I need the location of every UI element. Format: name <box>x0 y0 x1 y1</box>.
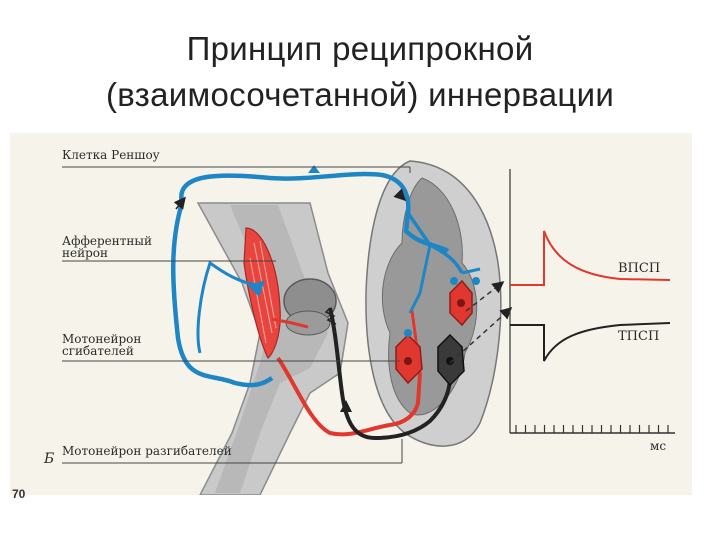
flexor-motoneuron-label-2: сгибателей <box>62 344 134 358</box>
title-line-2: (взаимосочетанной) иннервации <box>105 76 615 113</box>
innervation-diagram <box>62 160 675 495</box>
extensor-motoneuron-label: Мотонейрон разгибателей <box>62 444 232 458</box>
renshaw-cell-label: Клетка Реншоу <box>62 148 160 162</box>
recording-electrodes <box>449 281 513 364</box>
flexor-motoneuron-label-1: Мотонейрон <box>62 332 142 346</box>
time-unit-label: мс <box>650 439 667 453</box>
afferent-neuron-label-1: Афферентный <box>62 234 152 248</box>
page-number: 70 <box>12 487 26 501</box>
afferent-pathway <box>171 165 481 388</box>
epsp-trace <box>510 230 671 286</box>
recording-panel <box>509 169 675 434</box>
inhibitory-pathway <box>324 307 452 441</box>
reciprocal-innervation-figure: Клетка Реншоу Афферентный нейрон Мотоней… <box>10 133 692 495</box>
afferent-neuron-label-2: нейрон <box>62 246 109 260</box>
title-line-1: Принцип реципрокной <box>186 30 534 67</box>
ipsp-label: ТПСП <box>618 329 660 344</box>
label-leader-lines <box>62 166 411 464</box>
spinal-cord-section <box>365 160 502 447</box>
ipsp-trace <box>510 322 671 362</box>
neuron-cells <box>395 277 480 387</box>
epsp-label: ВПСП <box>618 261 661 276</box>
slide-title: Принцип реципрокной (взаимосочетанной) и… <box>0 26 720 118</box>
panel-letter: Б <box>44 451 55 467</box>
